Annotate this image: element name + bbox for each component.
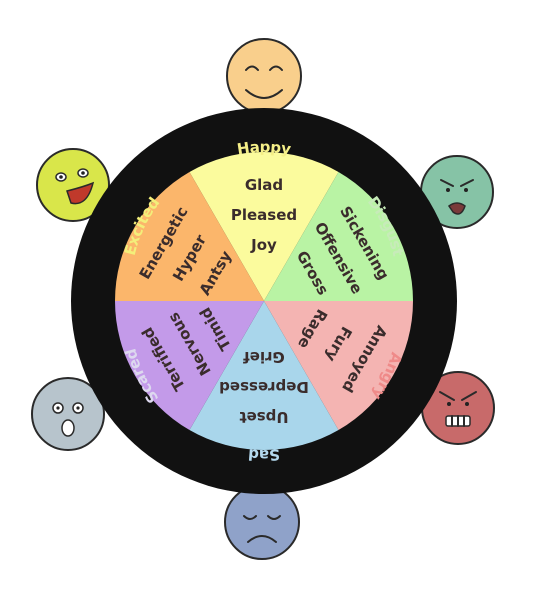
words-happy: Glad Pleased Joy <box>231 176 297 254</box>
face-scared <box>31 377 105 451</box>
face-disgust-eye-left <box>446 188 450 192</box>
face-happy-mouth <box>245 89 283 99</box>
face-angry-teeth <box>451 415 465 427</box>
face-disgust-mouth <box>447 202 466 215</box>
face-excited-mouth <box>66 181 95 205</box>
face-scared-pupil-right <box>76 406 80 410</box>
face-sad-eye-right <box>267 515 281 520</box>
face-excited-circle <box>36 148 110 222</box>
face-angry-eye-right <box>465 402 469 406</box>
words-sad: Upset Depressed Grief <box>219 348 309 426</box>
sector-excited <box>115 171 264 301</box>
face-scared-mouth <box>61 419 75 437</box>
word-sad-1: Upset <box>239 408 288 426</box>
face-excited-pupil-left <box>59 175 63 179</box>
face-disgust-eye-right <box>464 188 468 192</box>
sector-scared <box>115 301 264 431</box>
face-disgust-brow-left <box>440 179 454 187</box>
ring-label-sad: Sad <box>247 445 280 464</box>
sector-angry <box>264 301 413 431</box>
word-happy-2: Pleased <box>231 206 297 224</box>
sectors <box>115 151 413 451</box>
face-happy-eye-right <box>269 65 283 71</box>
face-disgust-brow-right <box>460 179 474 187</box>
ring-label-happy: Happy <box>236 138 293 159</box>
face-angry-brow-right <box>461 391 477 401</box>
face-angry-brow-left <box>439 391 455 401</box>
sector-sad <box>189 301 339 451</box>
face-happy <box>226 38 302 114</box>
face-excited-pupil-right <box>81 171 85 175</box>
face-disgust <box>420 155 494 229</box>
sector-happy <box>189 151 339 301</box>
face-sad-mouth <box>247 535 277 543</box>
word-sad-2: Depressed <box>219 378 309 396</box>
face-angry-eye-left <box>447 402 451 406</box>
face-happy-eye-left <box>245 65 259 71</box>
sector-disgust <box>264 171 413 301</box>
face-happy-circle <box>226 38 302 114</box>
word-sad-3: Grief <box>243 348 285 366</box>
face-excited <box>36 148 110 222</box>
face-sad-circle <box>224 484 300 560</box>
face-scared-pupil-left <box>56 406 60 410</box>
word-happy-3: Joy <box>250 236 277 254</box>
face-sad <box>224 484 300 560</box>
face-sad-eye-left <box>243 515 257 520</box>
face-scared-circle <box>31 377 105 451</box>
word-happy-1: Glad <box>245 176 283 194</box>
